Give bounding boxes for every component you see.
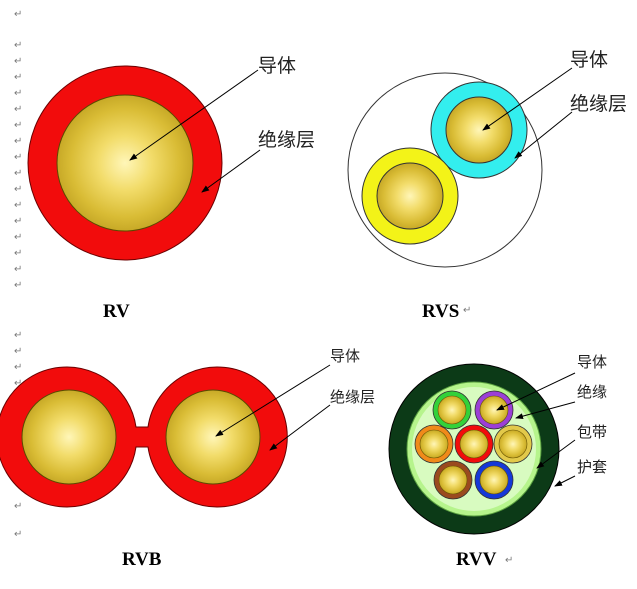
- paragraph-mark: ↵: [14, 529, 22, 540]
- paragraph-mark: ↵: [14, 72, 22, 83]
- rv-conductor-leader: [129, 69, 259, 161]
- paragraph-mark: ↵: [14, 168, 22, 179]
- rvs-insulation-leader: [514, 111, 573, 159]
- paragraph-mark: ↵: [14, 184, 22, 195]
- paragraph-mark: ↵: [14, 200, 22, 211]
- rv-insulation-leader: [201, 149, 261, 193]
- paragraph-mark: ↵: [14, 362, 22, 373]
- paragraph-mark: ↵: [14, 40, 22, 51]
- rvb-caption: RVB: [122, 549, 162, 570]
- rv-caption: RV: [103, 301, 130, 322]
- paragraph-mark: ↵: [14, 120, 22, 131]
- rvb-insulation-leader: [269, 404, 331, 451]
- paragraph-mark: ↵: [14, 56, 22, 67]
- rvb-insulation-label: 绝缘层: [330, 388, 375, 406]
- paragraph-mark: ↵: [463, 305, 471, 316]
- rvv-core-conductor: [479, 465, 509, 495]
- paragraph-mark: ↵: [14, 152, 22, 163]
- rvv-core-conductor: [479, 395, 509, 425]
- rvv-insulation-leader: [515, 401, 576, 420]
- diagram-rvv: 导体 绝缘 包带 护套 RVV: [388, 353, 607, 570]
- paragraph-mark: ↵: [14, 232, 22, 243]
- rv-conductor-label: 导体: [258, 55, 296, 77]
- rvv-core-conductor: [437, 395, 467, 425]
- diagram-rv: 导体 绝缘层 RV: [27, 55, 315, 322]
- rvv-caption: RVV: [456, 549, 497, 570]
- paragraph-mark: ↵: [14, 346, 22, 357]
- paragraph-mark: ↵: [14, 330, 22, 341]
- rvb-conductor-1: [21, 389, 117, 485]
- rvs-conductor-leader: [482, 67, 573, 131]
- paragraph-mark: ↵: [14, 378, 22, 389]
- paragraph-mark: ↵: [14, 248, 22, 259]
- rvb-conductor-leader: [215, 364, 331, 437]
- paragraph-mark: ↵: [14, 264, 22, 275]
- rvs-caption: RVS: [422, 301, 459, 322]
- rv-insulation-label: 绝缘层: [258, 129, 315, 151]
- paragraph-mark: ↵: [14, 216, 22, 227]
- rvs-insulation-label: 绝缘层: [570, 93, 627, 115]
- rvv-sheath-leader: [554, 475, 576, 487]
- rvv-wrap-leader: [536, 439, 576, 469]
- paragraph-mark: ↵: [14, 104, 22, 115]
- rvs-conductor-2: [376, 162, 444, 230]
- rvb-conductor-2: [165, 389, 261, 485]
- rvv-core-conductor: [498, 429, 528, 459]
- diagram-rvb: 导体 绝缘层 RVB: [0, 347, 375, 570]
- paragraph-mark: ↵: [14, 88, 22, 99]
- rvv-cores: [414, 390, 533, 500]
- diagram-rvs: 导体 绝缘层 RVS: [347, 49, 627, 322]
- rvv-wrap-label: 包带: [577, 423, 607, 441]
- paragraph-mark: ↵: [14, 9, 22, 20]
- rv-conductor: [56, 94, 194, 232]
- paragraph-mark: ↵: [14, 501, 22, 512]
- rvs-conductor-1: [445, 96, 513, 164]
- rvv-core-conductor: [459, 429, 489, 459]
- rvv-conductor-leader: [496, 372, 576, 411]
- paragraph-mark: ↵: [505, 555, 513, 566]
- rvv-insulation-label: 绝缘: [577, 383, 607, 401]
- rvs-conductor-label: 导体: [570, 49, 608, 71]
- rvb-conductor-label: 导体: [330, 347, 360, 365]
- paragraph-mark: ↵: [14, 136, 22, 147]
- rvv-conductor-label: 导体: [577, 353, 607, 371]
- rvv-core-conductor: [438, 465, 468, 495]
- rvv-core-conductor: [419, 429, 449, 459]
- paragraph-mark: ↵: [14, 280, 22, 291]
- rvv-sheath-label: 护套: [577, 458, 607, 476]
